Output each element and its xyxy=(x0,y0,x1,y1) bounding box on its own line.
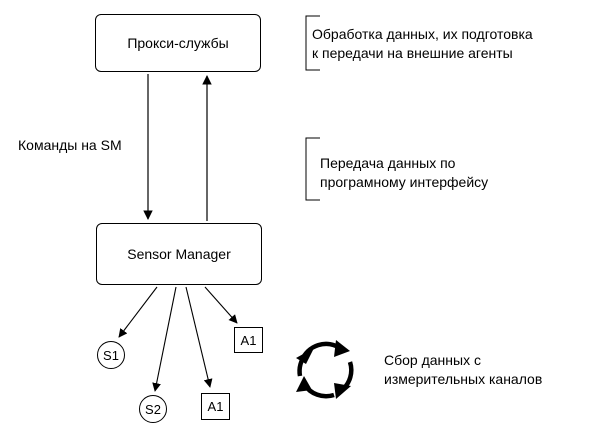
collection-note-line1: Сбор данных с xyxy=(384,352,481,368)
api-note-line1: Передача данных по xyxy=(320,155,456,171)
proxy-note-line2: к передачи на внешние агенты xyxy=(312,45,513,61)
api-note-line2: програмному интерфейсу xyxy=(320,174,489,190)
sm-to-a1-right-arrow xyxy=(204,286,238,324)
proxy-services-node: Прокси-службы xyxy=(95,14,261,72)
s2-node: S2 xyxy=(139,395,167,423)
s2-label: S2 xyxy=(145,401,161,417)
sm-to-s1-arrow xyxy=(118,286,158,338)
a1-right-label: A1 xyxy=(240,332,257,348)
sensor-manager-label: Sensor Manager xyxy=(127,246,231,262)
sensor-manager-node: Sensor Manager xyxy=(96,223,262,285)
api-note-bracket xyxy=(305,137,320,201)
sm-to-a1-bottom-arrow xyxy=(185,286,213,388)
a1-right-node: A1 xyxy=(234,327,263,353)
a1-bottom-node: A1 xyxy=(201,393,230,420)
a1-bottom-label: A1 xyxy=(207,399,224,414)
sm-to-s2-arrow xyxy=(152,286,177,392)
proxy-note-bracket xyxy=(305,15,320,71)
proxy-note-line1: Обработка данных, их подготовка xyxy=(312,26,533,42)
proxy-services-label: Прокси-службы xyxy=(127,35,229,51)
cycle-arrows-icon xyxy=(296,340,354,399)
s1-node: S1 xyxy=(97,341,125,369)
commands-edge-label: Команды на SM xyxy=(18,137,122,153)
s1-label: S1 xyxy=(103,347,119,363)
collection-note-line2: измерительных каналов xyxy=(384,371,543,387)
